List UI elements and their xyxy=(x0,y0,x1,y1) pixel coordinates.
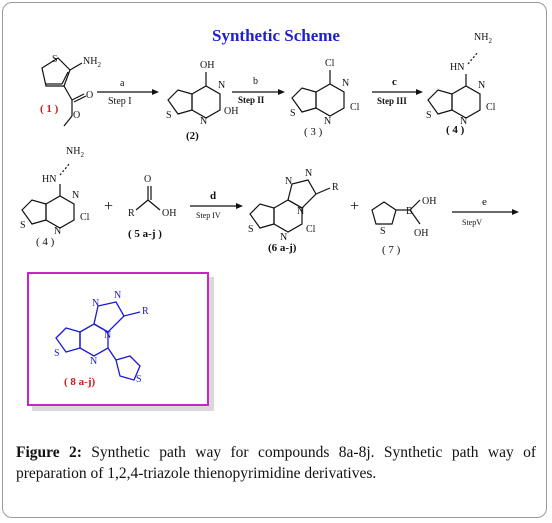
svg-text:N: N xyxy=(104,330,111,341)
step-a-label: Step I xyxy=(108,96,132,107)
step-b-label: Step II xyxy=(238,95,265,105)
compound-2-label: (2) xyxy=(186,130,199,142)
svg-text:S: S xyxy=(136,374,142,385)
svg-text:N: N xyxy=(218,80,225,91)
compound-6-label: (6 a-j) xyxy=(268,242,297,254)
svg-text:N: N xyxy=(324,116,331,127)
svg-text:S: S xyxy=(248,224,254,235)
compound-4-label-top: ( 4 ) xyxy=(446,124,465,136)
svg-text:N: N xyxy=(342,78,349,89)
step-c-label: Step III xyxy=(377,96,407,106)
svg-text:Cl: Cl xyxy=(80,212,90,223)
step-a-letter: a xyxy=(120,78,125,89)
svg-text:S: S xyxy=(426,110,432,121)
svg-text:S: S xyxy=(166,110,172,121)
plus-sign-1: + xyxy=(104,198,114,215)
caption-text: Synthetic path way for compounds 8a-8j. … xyxy=(16,444,536,482)
svg-text:N: N xyxy=(460,116,467,127)
compound-3-label: ( 3 ) xyxy=(304,126,323,138)
svg-text:N: N xyxy=(54,226,61,237)
svg-text:OH: OH xyxy=(414,228,428,239)
scheme-title: Synthetic Scheme xyxy=(212,26,340,45)
svg-text:R: R xyxy=(142,306,149,317)
compound-8-label: ( 8 a-j) xyxy=(64,376,96,388)
figure-frame xyxy=(2,2,547,518)
svg-text:Cl: Cl xyxy=(486,102,496,113)
step-b-letter: b xyxy=(253,76,258,87)
svg-text:NH2: NH2 xyxy=(66,146,84,159)
svg-text:OH: OH xyxy=(224,106,238,117)
svg-text:R: R xyxy=(332,182,339,193)
svg-text:S: S xyxy=(20,220,26,231)
step-c-letter: c xyxy=(392,76,397,88)
svg-text:OH: OH xyxy=(422,196,436,207)
svg-text:N: N xyxy=(92,298,99,309)
svg-text:NH2: NH2 xyxy=(83,56,101,69)
svg-text:N: N xyxy=(114,290,121,301)
compound-1-label: ( 1 ) xyxy=(40,103,59,115)
compound-7-label: ( 7 ) xyxy=(382,244,401,256)
svg-text:N: N xyxy=(297,206,304,217)
svg-text:S: S xyxy=(54,348,60,359)
svg-text:O: O xyxy=(73,110,80,121)
compound-1-structure xyxy=(41,57,87,127)
compound-7-structure xyxy=(371,199,421,225)
compound-2-structure xyxy=(167,72,221,119)
svg-text:O: O xyxy=(86,90,93,101)
svg-text:N: N xyxy=(285,176,292,187)
svg-text:B: B xyxy=(406,206,413,217)
svg-text:NH2: NH2 xyxy=(474,32,492,45)
plus-sign-2: + xyxy=(350,198,360,215)
figure-label: Figure 2: xyxy=(16,444,82,461)
compound-4-structure-top xyxy=(427,74,481,119)
step-e-letter: e xyxy=(482,196,487,208)
svg-text:N: N xyxy=(200,116,207,127)
svg-text:N: N xyxy=(72,190,79,201)
svg-text:N: N xyxy=(305,168,312,179)
svg-text:N: N xyxy=(280,232,287,243)
svg-text:HN: HN xyxy=(42,174,56,185)
svg-text:Cl: Cl xyxy=(306,224,316,235)
compound-4-label-bottom: ( 4 ) xyxy=(36,236,55,248)
svg-text:S: S xyxy=(290,108,296,119)
svg-text:HN: HN xyxy=(450,62,464,73)
svg-text:Cl: Cl xyxy=(325,58,335,69)
svg-text:N: N xyxy=(90,356,97,367)
compound-5-structure xyxy=(135,186,161,211)
svg-text:O: O xyxy=(144,174,151,185)
step-e-label: StepV xyxy=(462,218,482,227)
svg-text:N: N xyxy=(478,80,485,91)
compound-6-structure xyxy=(249,179,331,233)
svg-text:OH: OH xyxy=(162,208,176,219)
svg-text:R: R xyxy=(128,208,135,219)
svg-text:OH: OH xyxy=(200,60,214,71)
compound-5-label: ( 5 a-j ) xyxy=(128,228,162,240)
step-d-letter: d xyxy=(210,190,217,202)
step-d-label: Step IV xyxy=(196,211,221,220)
svg-text:Cl: Cl xyxy=(350,102,360,113)
svg-text:S: S xyxy=(380,226,386,237)
figure-caption: Figure 2: Synthetic path way for compoun… xyxy=(16,442,536,484)
svg-text:S: S xyxy=(52,54,58,65)
compound-3-structure xyxy=(291,70,345,117)
compound-4-structure-bottom xyxy=(21,184,75,229)
